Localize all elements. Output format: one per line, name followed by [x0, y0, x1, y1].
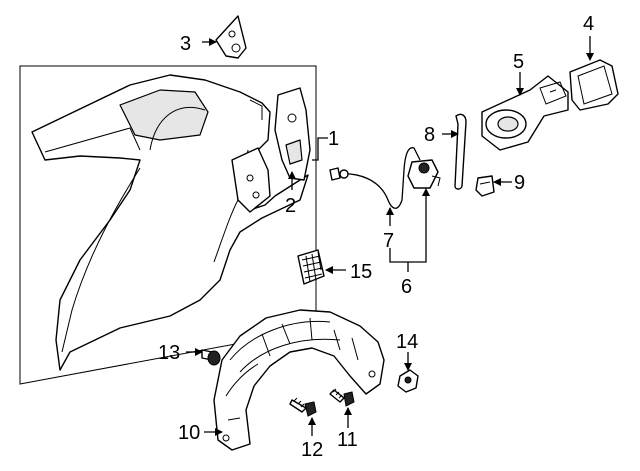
quarter-panel-group	[19, 65, 317, 385]
cable-end	[329, 167, 341, 181]
filler-neck-inner	[497, 116, 519, 132]
callout-14: 14	[396, 331, 418, 353]
screw-12-part	[289, 397, 317, 417]
wheelhouse-liner	[213, 309, 385, 451]
liner-ribs	[225, 317, 359, 421]
screw-12-head	[304, 401, 317, 417]
gusset-hole-2	[231, 43, 241, 53]
callout-5: 5	[513, 51, 524, 73]
leader-6-arrow	[422, 188, 430, 196]
retainer-14-part	[397, 369, 419, 393]
release-cable-part	[329, 147, 421, 209]
fuel-door	[569, 59, 619, 111]
callout-10: 10	[178, 422, 200, 444]
cable-fitting	[339, 169, 349, 179]
screw-11	[329, 389, 345, 403]
actuator-connector	[431, 175, 441, 187]
rear-bracket	[274, 87, 311, 181]
callout-13: 13	[158, 342, 180, 364]
panel-hole-2	[252, 191, 260, 199]
release-cable	[335, 147, 421, 209]
screw-12-thread	[293, 397, 305, 408]
callout-8: 8	[424, 124, 435, 146]
quarter-panel-inner-line	[44, 106, 206, 353]
vent-grille	[301, 251, 323, 283]
callout-12: 12	[301, 439, 323, 461]
callout-7: 7	[383, 230, 394, 252]
callout-3: 3	[180, 33, 191, 55]
quarter-panel-window-opening	[119, 89, 209, 141]
rear-bracket-window	[285, 139, 303, 165]
callout-6: 6	[401, 276, 412, 298]
filler-housing-part	[481, 75, 569, 151]
vent-part	[297, 249, 325, 285]
pin-13-part	[201, 349, 221, 366]
callout-2: 2	[285, 195, 296, 217]
leader-1	[312, 137, 328, 161]
clip	[475, 175, 495, 197]
screw-11-part	[329, 388, 355, 407]
leader-6	[389, 192, 427, 263]
liner-hole-1	[222, 434, 230, 442]
fuel-door-part	[569, 59, 619, 111]
gusset-part	[215, 15, 247, 59]
panel-hole-1	[246, 174, 254, 182]
seal-strip	[454, 113, 467, 190]
bracket-hole	[287, 113, 297, 123]
push-pin-head	[207, 350, 221, 366]
liner-hole-2	[368, 370, 376, 378]
callout-1: 1	[328, 128, 339, 150]
callout-4: 4	[583, 13, 594, 35]
actuator-part	[407, 159, 441, 189]
leader-lines	[186, 36, 594, 436]
filler-hinge	[539, 81, 567, 105]
callout-9: 9	[514, 172, 525, 194]
callout-11: 11	[337, 429, 358, 451]
liner-part	[213, 309, 385, 451]
actuator-body	[407, 159, 439, 189]
callout-15: 15	[350, 261, 372, 283]
panel-arch-opening	[249, 99, 263, 120]
fuel-door-edge	[577, 65, 613, 105]
callouts: 3 4 5 1 8 9 2 7 15 6 13 14 10 11 12	[158, 13, 594, 461]
clip-part	[475, 175, 495, 197]
screw-12	[289, 399, 307, 413]
gusset-hole-1	[228, 30, 236, 38]
retainer-center	[404, 376, 412, 384]
screw-11-head	[343, 391, 355, 407]
quarter-panel-rear-extension	[231, 147, 271, 213]
actuator-knob	[418, 162, 430, 174]
clip-slot	[479, 181, 491, 185]
screw-11-thread	[332, 388, 343, 399]
